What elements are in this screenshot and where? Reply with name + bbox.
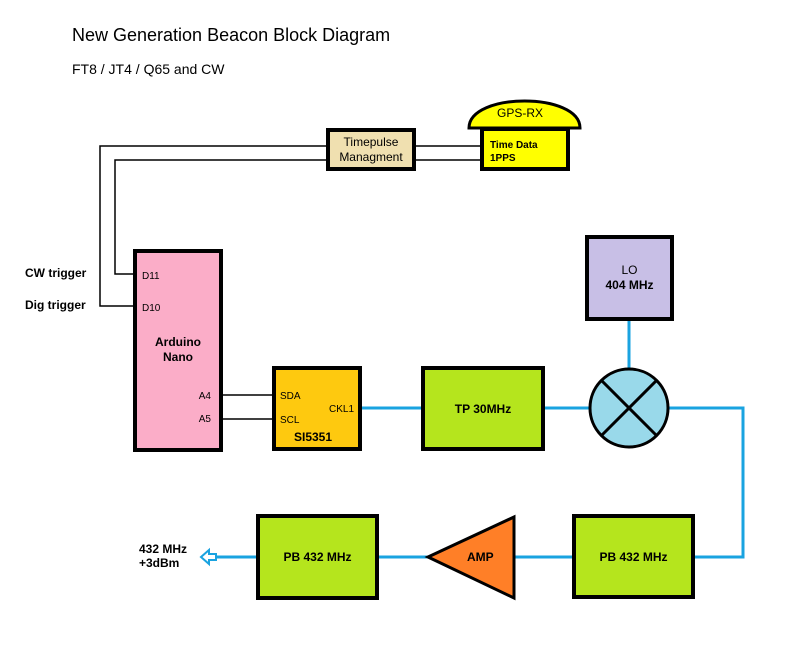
mixer-symbol [588,367,670,449]
pin-a4: A4 [198,391,211,402]
pb-432mhz-filter-right-block[interactable]: PB 432 MHz [572,514,695,599]
lo-label-1: LO [621,263,638,277]
cw-trigger-label: CW trigger [25,266,87,280]
output-arrow-icon [199,547,217,567]
pin-a5: A5 [198,414,211,425]
pb-left-label: PB 432 MHz [283,550,352,564]
gps-receiver-block[interactable]: Time Data 1PPS [480,127,570,171]
si5351-label: SI5351 [294,430,333,444]
pin-d11: D11 [142,271,160,282]
rf-mixer-to-pb [669,406,745,559]
gps-1pps-label: 1PPS [490,153,516,164]
timepulse-block[interactable]: Timepulse Managment [326,128,416,171]
pb-right-label: PB 432 MHz [599,549,668,564]
rf-lines [215,320,745,559]
lo-404mhz-block[interactable]: LO 404 MHz [585,235,674,321]
output-label: 432 MHz +3dBm [139,542,187,570]
control-lines [99,145,480,420]
output-frequency: 432 MHz [139,542,188,556]
diagram-subtitle: FT8 / JT4 / Q65 and CW [72,61,225,77]
amp-triangle [424,514,516,601]
arduino-label-2: Nano [163,350,193,364]
pin-ckl1: CKL1 [328,404,354,415]
gps-dome [467,99,582,130]
pin-scl: SCL [280,415,300,426]
lo-label-2: 404 MHz [605,278,654,292]
timepulse-label-2: Managment [339,149,403,164]
wire-cw-trigger [114,159,328,275]
wire-dig-trigger [99,145,328,307]
pin-d10: D10 [142,303,161,314]
amp-label: AMP [467,550,494,564]
si5351-block[interactable]: SDA SCL CKL1 SI5351 [272,366,362,451]
arduino-label-1: Arduino [155,335,201,349]
pin-sda: SDA [280,391,301,402]
gps-time-data-label: Time Data [490,140,538,151]
gps-title: GPS-RX [497,106,544,120]
output-power: +3dBm [139,556,180,570]
timepulse-label-1: Timepulse [343,134,399,149]
tp-filter-label: TP 30MHz [454,401,512,416]
arduino-nano-block[interactable]: D11 D10 Arduino Nano A4 A5 [133,249,223,452]
pb-432mhz-filter-left-block[interactable]: PB 432 MHz [256,514,379,600]
tp-30mhz-filter-block[interactable]: TP 30MHz [421,366,545,451]
dig-trigger-label: Dig trigger [25,298,86,312]
diagram-title: New Generation Beacon Block Diagram [72,25,391,45]
